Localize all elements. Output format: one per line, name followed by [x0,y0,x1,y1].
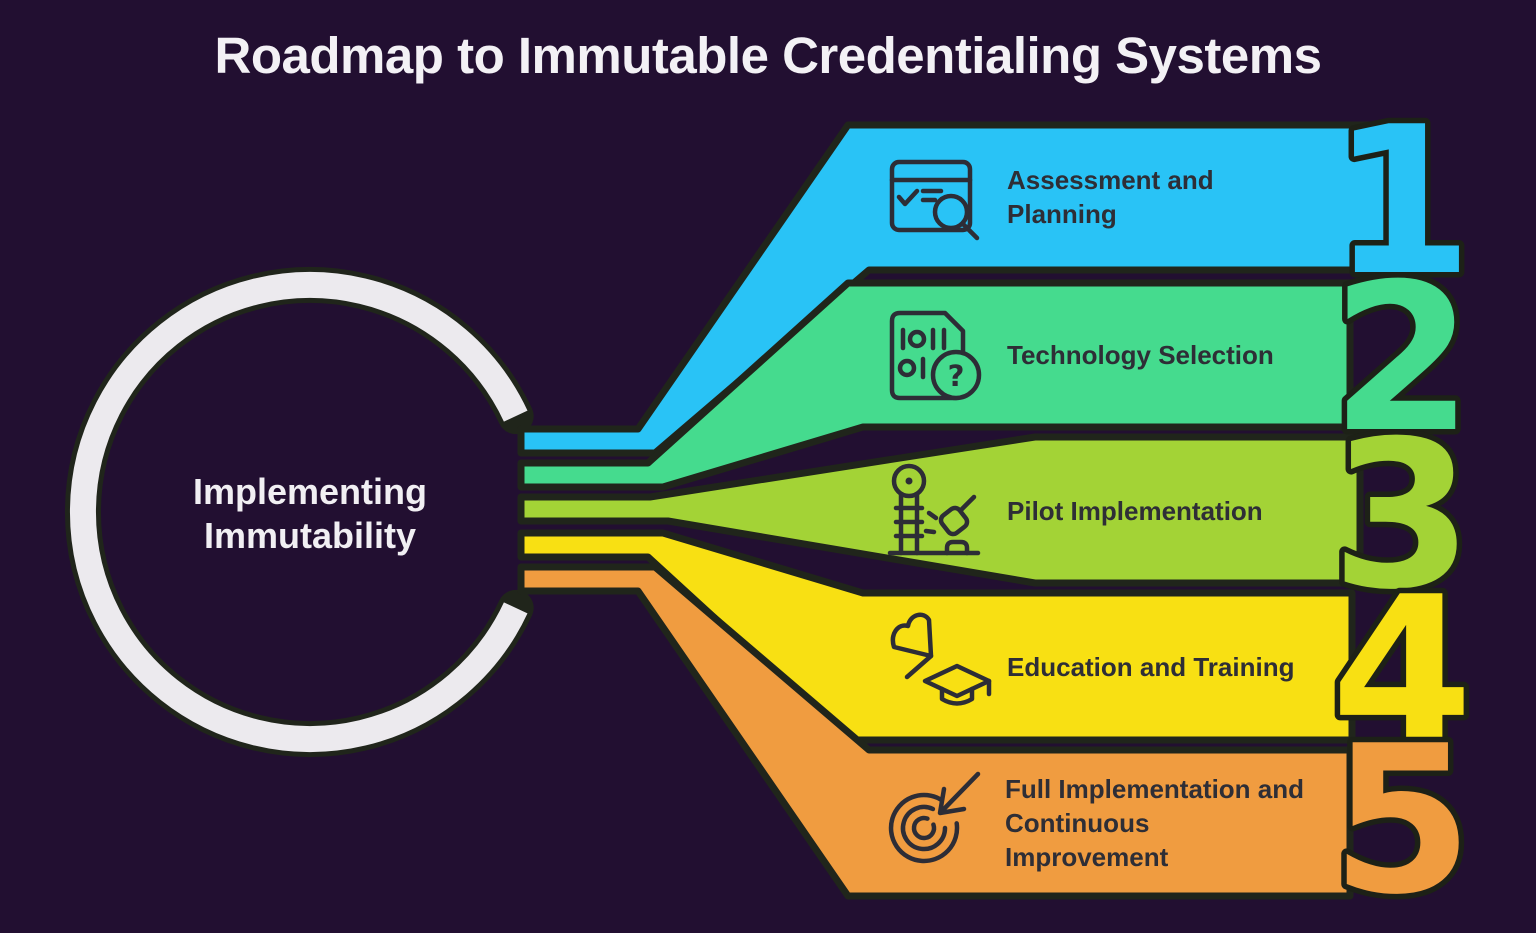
step-3-band [517,433,1364,587]
step-1-label-line-2: Planning [1007,199,1117,229]
step-5-label-line-2: Continuous [1005,808,1150,838]
hub-label-line-2: Immutability [203,515,417,556]
step-4-label-line-1: Education and Training [1007,652,1295,682]
page-title: Roadmap to Immutable Credentialing Syste… [214,27,1322,84]
step-3-label: Pilot Implementation [1007,494,1337,528]
step-1-band [517,121,1399,457]
step-4-number: 4 [1331,554,1473,791]
step-2-label-line-1: Technology Selection [1007,340,1274,370]
step-3-label-line-1: Pilot Implementation [1007,496,1263,526]
binary-file-question-icon: ? [889,310,982,401]
checklist-search-icon [889,159,980,241]
hub-label-line-1: Implementing [192,471,428,512]
step-4-band [517,529,1356,744]
step-1-label-line-1: Assessment and [1007,165,1214,195]
step-1-number: 1 [1331,84,1473,321]
step-5-band [517,563,1354,900]
target-arrow-icon [888,771,981,864]
hub-label: Implementing Immutability [130,470,490,558]
step-3-number: 3 [1331,398,1473,635]
flag-graduation-cap-icon [890,612,992,706]
step-5-number: 5 [1331,703,1473,933]
step-2-number: 2 [1331,241,1473,478]
step-4-label: Education and Training [1007,650,1337,684]
step-5-label: Full Implementation and Continuous Impro… [1005,772,1335,874]
step-2-label: Technology Selection [1007,338,1337,372]
hub-ring [69,272,528,752]
launch-tower-icon [887,463,981,556]
svg-text:?: ? [948,359,965,393]
step-1-label: Assessment and Planning [1007,163,1337,231]
step-5-label-line-1: Full Implementation and [1005,774,1305,804]
step-5-label-line-3: Improvement [1005,842,1169,872]
